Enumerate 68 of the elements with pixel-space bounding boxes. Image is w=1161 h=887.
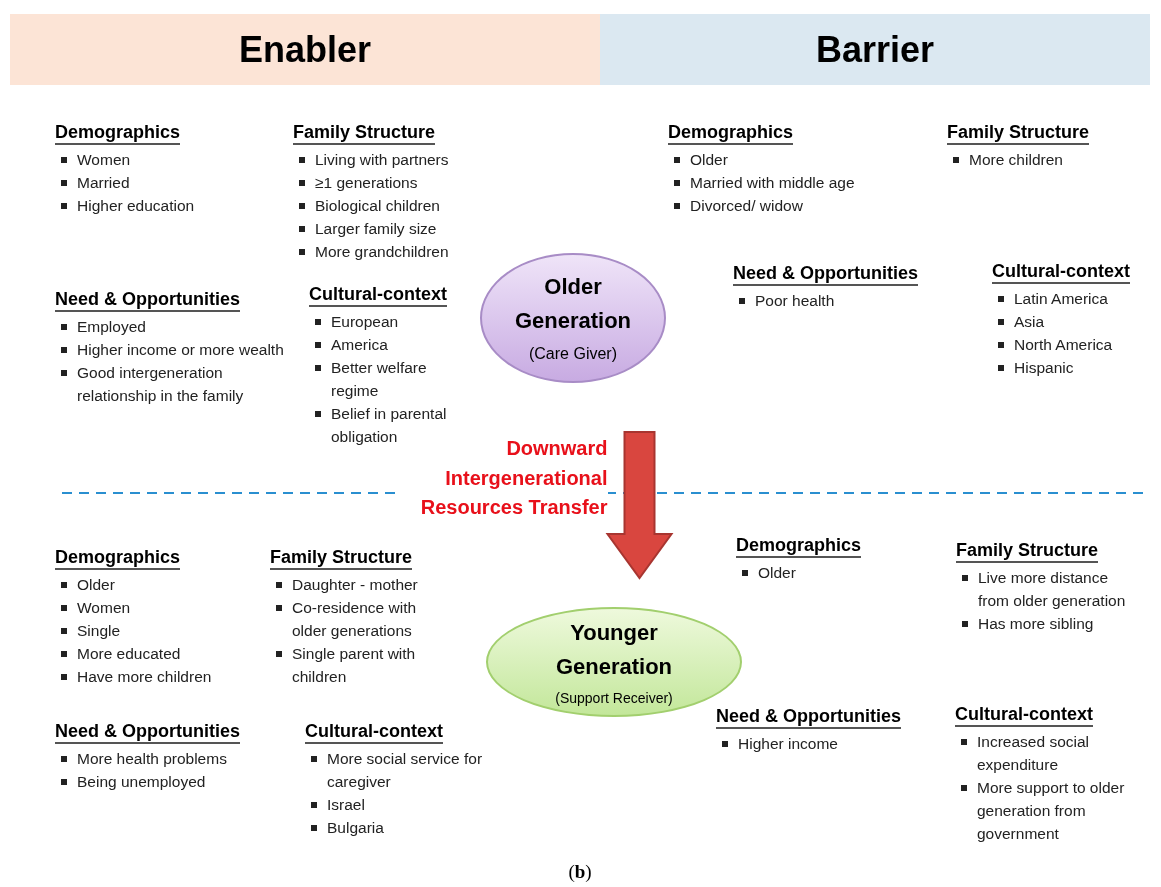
bullet-item: Divorced/ widow xyxy=(690,196,803,216)
bullet-item: Women xyxy=(77,598,131,618)
bullet-item: More support to older generation from government xyxy=(977,778,1126,844)
bullet-item: Larger family size xyxy=(315,219,437,239)
bullet-item: More children xyxy=(969,150,1063,170)
bullet-item: Living with partners xyxy=(315,150,449,170)
bullet-item: More grandchildren xyxy=(315,242,449,262)
bullet-item: Higher education xyxy=(77,196,195,216)
bullet-item: Single parent with children xyxy=(292,644,417,687)
section-heading: Family Structure xyxy=(270,546,413,570)
caption: (b) xyxy=(567,860,593,884)
bullet-item: Increased social expenditure xyxy=(977,732,1090,775)
bullet-item: America xyxy=(331,335,388,355)
section-heading: Need & Opportunities xyxy=(716,705,901,729)
bullet-item: Co-residence with older generations xyxy=(292,598,418,641)
ellipse-title: Older Generation xyxy=(513,273,633,335)
bullet-item: Older xyxy=(690,150,728,170)
section-heading: Need & Opportunities xyxy=(55,720,240,744)
bullet-item: Asia xyxy=(1014,312,1045,332)
bullet-item: ≥1 generations xyxy=(315,173,418,193)
bullet-item: Better welfare regime xyxy=(331,358,428,401)
header-title: Barrier xyxy=(815,27,935,72)
ellipse-title: Younger Generation xyxy=(554,618,674,681)
bullet-item: North America xyxy=(1014,335,1113,355)
bullet-item: More social service for caregiver xyxy=(327,749,484,792)
bullet-item: Older xyxy=(758,563,796,583)
bullet-item: More health problems xyxy=(77,749,227,769)
bullet-item: Daughter - mother xyxy=(292,575,418,595)
bullet-item: Married with middle age xyxy=(690,173,855,193)
bullet-item: Bulgaria xyxy=(327,818,384,838)
bullet-item: Higher income or more wealth xyxy=(77,340,284,360)
bullet-item: Hispanic xyxy=(1014,358,1074,378)
section-heading: Family Structure xyxy=(956,539,1099,563)
bullet-item: Married xyxy=(77,173,130,193)
section-heading: Need & Opportunities xyxy=(733,262,918,286)
bullet-item: More educated xyxy=(77,644,181,664)
section-heading: Cultural-context xyxy=(305,720,443,744)
bullet-item: Have more children xyxy=(77,667,212,687)
bullet-item: Being unemployed xyxy=(77,772,206,792)
bullet-item: Has more sibling xyxy=(978,614,1094,634)
ellipse-subtitle: (Support Receiver) xyxy=(555,688,673,708)
bullet-item: Higher income xyxy=(738,734,838,754)
header-band xyxy=(10,14,600,85)
bullet-item: Women xyxy=(77,150,131,170)
bullet-item: Latin America xyxy=(1014,289,1108,309)
header-band xyxy=(600,14,1150,85)
section-heading: Cultural-context xyxy=(309,283,447,307)
section-heading: Demographics xyxy=(55,121,181,145)
bullet-item: Employed xyxy=(77,317,146,337)
bullet-item: Single xyxy=(77,621,121,641)
bullet-item: Live more distance from older generation xyxy=(978,568,1127,611)
bullet-item: Biological children xyxy=(315,196,440,216)
bullet-item: Good intergeneration relationship in the family xyxy=(77,363,245,406)
section-heading: Family Structure xyxy=(947,121,1090,145)
block-arrow xyxy=(605,431,674,580)
ellipse-subtitle: (Care Giver) xyxy=(529,344,617,364)
bullet-item: Israel xyxy=(327,795,365,815)
section-heading: Cultural-context xyxy=(955,703,1093,727)
section-heading: Cultural-context xyxy=(992,260,1130,284)
section-heading: Need & Opportunities xyxy=(55,288,240,312)
bullet-item: Poor health xyxy=(755,291,835,311)
section-heading: Family Structure xyxy=(293,121,436,145)
bullet-item: Older xyxy=(77,575,115,595)
section-heading: Demographics xyxy=(55,546,181,570)
bullet-item: European xyxy=(331,312,399,332)
section-heading: Demographics xyxy=(668,121,794,145)
header-title: Enabler xyxy=(238,27,371,72)
section-heading: Demographics xyxy=(736,534,862,558)
